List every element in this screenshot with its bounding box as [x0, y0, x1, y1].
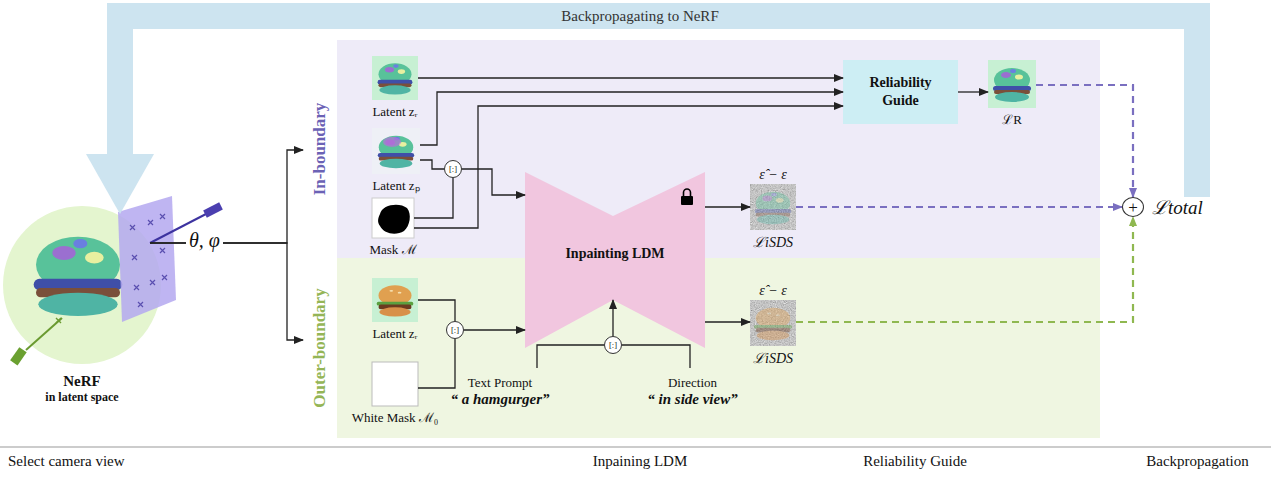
- flow-arrow: [414, 178, 453, 218]
- flow-arrow: [418, 339, 455, 388]
- concat-label: [:]: [451, 326, 459, 335]
- concat-symbol: [:]: [444, 160, 462, 178]
- flow-arrow: [537, 345, 604, 368]
- angle-label: θ, φ: [186, 229, 223, 251]
- ldm-shape: [525, 172, 705, 348]
- loss-arrow: [796, 206, 1122, 208]
- formula-label: ε̂ − ε: [759, 283, 786, 298]
- image-label: White Mask ℳ₀: [352, 410, 439, 425]
- text-wrap: Backpropagating to NeRF: [500, 7, 780, 25]
- text-wrap: ℒiSDS: [710, 232, 836, 251]
- sum-node: + ℒtotal: [1122, 197, 1247, 217]
- loss-label: ℒiSDS: [753, 351, 793, 366]
- process-box: Reliability Guide: [843, 60, 958, 124]
- text-wrap: NeRFin latent space: [2, 373, 162, 405]
- text-wrap: In-boundary: [303, 40, 337, 258]
- text-wrap: Latent zᵣ: [327, 102, 463, 120]
- stage-label: Inpaining LDM: [593, 453, 688, 469]
- box-text: “ a hamgurger”: [450, 391, 549, 408]
- flow-arrow: [150, 150, 303, 243]
- text-wrap: Backpropagation: [1130, 452, 1265, 470]
- text-wrap: Reliability Guide: [815, 452, 1015, 470]
- region-label: Outer-boundary: [310, 288, 330, 407]
- flow-arrow: [705, 206, 750, 207]
- image-label: Latent zᵣ: [372, 326, 417, 341]
- flow-arrow: [705, 321, 750, 322]
- backprop-band: [120, 16, 1197, 197]
- concat-symbol: [:]: [446, 321, 464, 339]
- loss-arrow: [1036, 85, 1133, 197]
- stage-label: Select camera view: [8, 453, 125, 469]
- stage-label: Reliability Guide: [863, 453, 967, 469]
- box-text: Text Prompt: [468, 375, 532, 391]
- text-wrap: Inpaining LDM: [540, 452, 740, 470]
- text-wrap: ε̂ − ε: [710, 281, 836, 299]
- image-label: Latent zₚ: [372, 178, 419, 193]
- node-subtitle: in latent space: [45, 390, 118, 404]
- concat-label: [:]: [609, 341, 617, 350]
- box-text: Reliability Guide: [851, 74, 950, 110]
- flow-arrow: [958, 91, 988, 92]
- text-wrap: Mask ℳ: [327, 240, 459, 258]
- text-wrap: ε̂ − ε: [710, 165, 836, 183]
- region-label: In-boundary: [310, 103, 330, 196]
- text-wrap: ℒR: [943, 110, 1081, 128]
- stage-label: Backpropagation: [1146, 453, 1248, 469]
- box-text: Direction: [668, 375, 717, 391]
- backprop-arrow: [86, 16, 1197, 214]
- text-wrap: Inpainting LDM: [525, 244, 705, 262]
- backprop-head: [86, 154, 154, 214]
- flow-arrow: [420, 160, 444, 169]
- ldm-network: Inpainting LDM: [525, 168, 705, 353]
- loss-label: ℒiSDS: [753, 235, 793, 250]
- flow-arrow: [414, 106, 843, 228]
- flow-arrow: [150, 243, 303, 340]
- formula-label: ε̂ − ε: [759, 167, 786, 182]
- flow-arrow: [420, 92, 843, 145]
- flow-arrow: [464, 329, 525, 330]
- plus-sign: +: [1122, 197, 1144, 217]
- text-wrap: ℒiSDS: [710, 348, 836, 367]
- text-wrap: Select camera view: [8, 452, 125, 470]
- flow-arrow: [622, 345, 690, 368]
- edge-label: Backpropagating to NeRF: [558, 8, 721, 24]
- flow-arrow: [612, 300, 613, 336]
- loss-arrow: [796, 217, 1133, 322]
- text-wrap: Latent zᵣ: [327, 324, 463, 342]
- image-label: ℒR: [1002, 112, 1022, 127]
- concat-label: [:]: [449, 165, 457, 174]
- network-label: Inpainting LDM: [565, 246, 664, 261]
- flow-arrow: [418, 77, 843, 78]
- flow-arrow: [462, 169, 525, 195]
- flow-arrow: [418, 300, 455, 321]
- image-label: Mask ℳ: [369, 242, 416, 257]
- total-loss-label: ℒtotal: [1152, 194, 1203, 220]
- box-text: “ in side view”: [647, 391, 737, 408]
- prompt-group: Direction“ in side view”: [625, 368, 760, 414]
- text-wrap: White Mask ℳ₀: [327, 408, 463, 426]
- node-title: NeRF: [63, 373, 101, 390]
- text-wrap: θ, φ: [186, 229, 223, 252]
- text-wrap: Latent zₚ: [327, 176, 465, 194]
- concat-symbol: [:]: [604, 336, 622, 354]
- image-label: Latent zᵣ: [372, 104, 417, 119]
- text-wrap: Outer-boundary: [303, 258, 337, 438]
